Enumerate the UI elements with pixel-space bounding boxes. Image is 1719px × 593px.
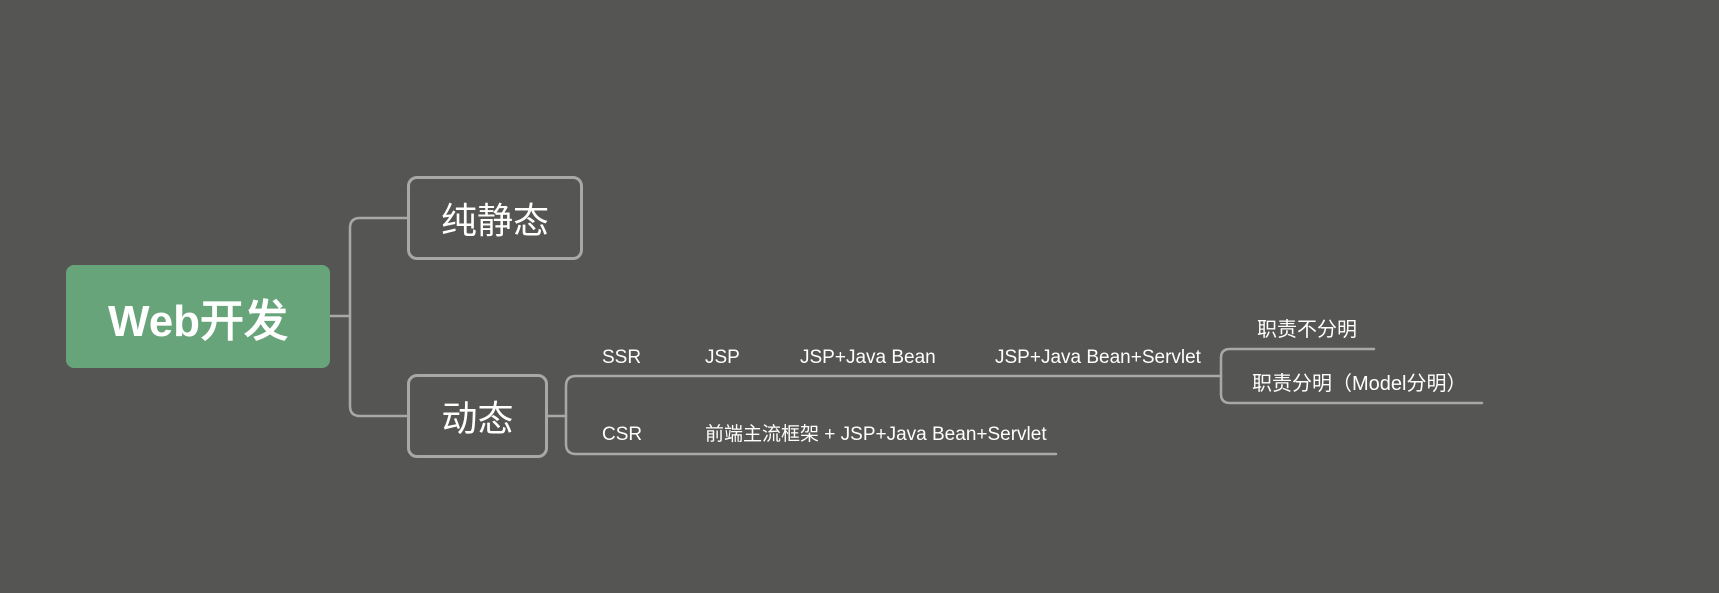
ssr-stage-ssr[interactable]: SSR [602,347,642,368]
branch-node-dynamic[interactable]: 动态 [407,374,548,458]
root-node[interactable]: Web开发 [66,265,330,368]
root-node-label: Web开发 [107,296,289,346]
connector-ssr-to-unclear [1219,347,1376,378]
ssr-stage-jsp-javabean[interactable]: JSP+Java Bean [800,347,936,368]
branch-node-static[interactable]: 纯静态 [407,176,583,260]
outcome-unclear-responsibility[interactable]: 职责不分明 [1257,319,1357,341]
csr-stage-csr[interactable]: CSR [602,424,643,445]
outcome-clear-responsibility[interactable]: 职责分明（Model分明） [1252,373,1467,395]
branch-node-dynamic-label: 动态 [441,398,514,439]
connector-dynamic-to-csr [564,414,1058,456]
ssr-stage-jsp[interactable]: JSP [705,347,740,368]
csr-stage-frontend-framework[interactable]: 前端主流框架 + JSP+Java Bean+Servlet [705,424,1047,445]
ssr-stage-jsp-javabean-servlet[interactable]: JSP+Java Bean+Servlet [995,347,1201,368]
connector-root-to-static [348,216,409,318]
connector-dynamic-to-ssr [564,374,1223,418]
connector-root-to-dynamic [348,314,409,418]
branch-node-static-label: 纯静态 [440,200,549,241]
connector-ssr-to-clear [1219,374,1484,405]
